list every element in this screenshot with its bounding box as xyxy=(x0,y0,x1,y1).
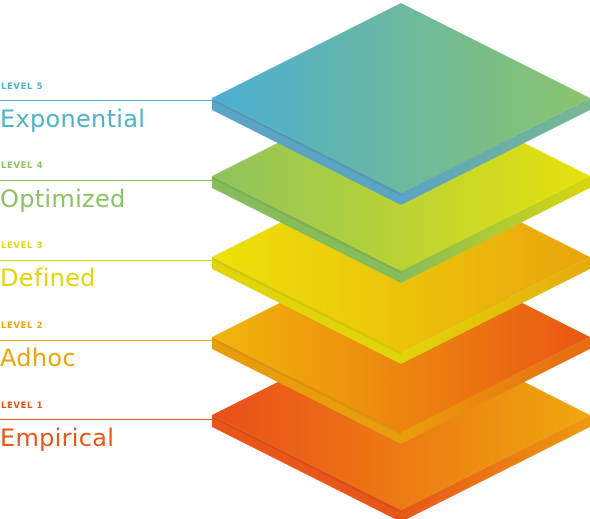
level-leader-line xyxy=(0,419,213,420)
level-number: LEVEL 2 xyxy=(1,321,44,331)
level-leader-line xyxy=(0,100,213,101)
level-number: LEVEL 5 xyxy=(1,82,44,92)
plate-top-face xyxy=(212,3,590,193)
level-leader-line xyxy=(0,260,213,261)
plate-left-edge xyxy=(212,415,401,519)
plate-edge-shade xyxy=(212,415,401,513)
level-name: Adhoc xyxy=(0,344,76,372)
plate-left-edge xyxy=(212,98,401,205)
level-name: Exponential xyxy=(0,105,146,133)
plate-edge-shade xyxy=(212,257,401,355)
plate-right-edge xyxy=(401,176,590,283)
plate-left-edge xyxy=(212,337,401,444)
plate-left-edge xyxy=(212,257,401,364)
level-name: Optimized xyxy=(0,185,126,213)
level-leader-line xyxy=(0,340,213,341)
plate-left-edge xyxy=(212,176,401,283)
level-number: LEVEL 3 xyxy=(1,241,44,251)
level-number: LEVEL 1 xyxy=(1,401,44,411)
plate-right-edge xyxy=(401,337,590,444)
layer-plate-level-5 xyxy=(212,3,590,205)
plate-right-edge xyxy=(401,257,590,364)
plate-edge-shade xyxy=(212,176,401,274)
plate-edge-shade xyxy=(212,98,401,196)
level-number: LEVEL 4 xyxy=(1,161,44,171)
plate-right-edge xyxy=(401,98,590,205)
plate-right-edge xyxy=(401,415,590,519)
plate-edge-shade xyxy=(212,337,401,435)
level-name: Empirical xyxy=(0,424,115,452)
level-name: Defined xyxy=(0,264,96,292)
level-leader-line xyxy=(0,180,213,181)
